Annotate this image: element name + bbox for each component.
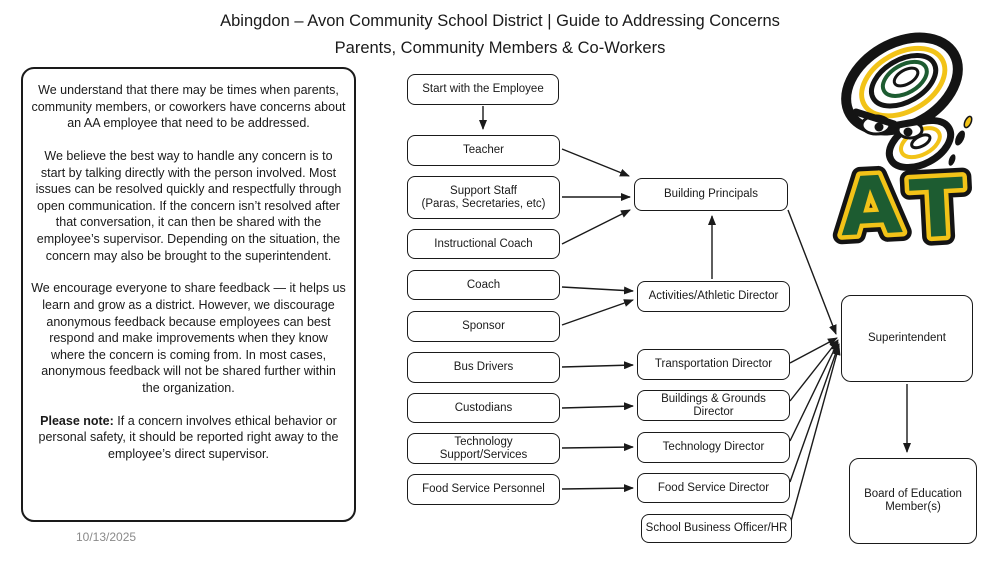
info-paragraph-2: We believe the best way to handle any co… <box>35 148 342 263</box>
node-school-business-officer: School Business Officer/HR <box>641 514 792 543</box>
node-bus-drivers: Bus Drivers <box>407 352 560 383</box>
arrow-transportation-to-superintendent <box>789 337 838 364</box>
arrow-techsupport-to-techdirector <box>561 443 634 452</box>
logo-letter-t: T <box>907 161 967 248</box>
node-label: Superintendent <box>867 332 946 344</box>
node-label-line2: Member(s) <box>885 501 941 513</box>
date-stamp: 10/13/2025 <box>76 530 137 544</box>
node-label: Activities/Athletic Director <box>648 290 779 302</box>
page-subtitle: Parents, Community Members & Co-Workers <box>334 39 666 57</box>
arrow-techdirector-to-superintendent <box>789 341 839 442</box>
node-label: School Business Officer/HR <box>645 522 788 534</box>
node-food-service-personnel: Food Service Personnel <box>407 474 560 505</box>
arrow-foodpersonnel-to-fooddirector <box>561 484 634 493</box>
node-label: Food Service Personnel <box>422 483 545 495</box>
logo-letter-t-gold: T <box>907 161 967 248</box>
node-label-line2: Director <box>693 405 734 418</box>
arrow-businessofficer-to-superintendent <box>790 345 841 522</box>
node-label: Sponsor <box>462 320 505 332</box>
node-coach: Coach <box>407 270 560 300</box>
node-instructional-coach: Instructional Coach <box>407 229 560 259</box>
node-label-line2: Support/Services <box>439 448 528 461</box>
logo-letter-a-outline: A <box>838 158 905 248</box>
info-box: We understand that there may be times wh… <box>21 67 356 522</box>
arrow-coach-to-athletics <box>561 286 634 295</box>
node-label: Custodians <box>454 401 513 414</box>
info-paragraph-1: We understand that there may be times wh… <box>31 83 346 131</box>
logo-letter-a: A <box>838 158 905 248</box>
node-label: Transportation Director <box>654 358 773 370</box>
info-note: Please note: If a concern involves ethic… <box>31 413 346 463</box>
note-label: Please note: <box>40 413 114 428</box>
node-activities-athletic-director: Activities/Athletic Director <box>637 281 790 312</box>
node-label: Bus Drivers <box>453 361 514 373</box>
node-teacher: Teacher <box>407 135 560 166</box>
node-support-staff: Support Staff (Paras, Secretaries, etc) <box>407 176 560 219</box>
node-label: Coach <box>466 278 501 291</box>
arrow-custodians-to-grounds <box>561 402 634 411</box>
node-label-line1: Buildings & Grounds <box>661 392 766 405</box>
node-label: Technology Director <box>662 441 765 453</box>
node-label-line1: Technology <box>454 435 513 448</box>
arrow-grounds-to-superintendent <box>789 339 839 402</box>
note-text: If a concern involves ethical behavior o… <box>38 413 339 461</box>
node-label-line1: Board of Education <box>864 488 962 500</box>
node-label: Start with the Employee <box>422 83 544 95</box>
arrow-sponsor-to-athletics <box>561 299 634 326</box>
node-label: Teacher <box>463 144 504 156</box>
info-paragraph-3: We encourage everyone to share feedback … <box>31 281 346 395</box>
district-tornado-logo-icon: A T A T A T <box>829 32 976 248</box>
node-transportation-director: Transportation Director <box>637 349 790 380</box>
node-technology-director: Technology Director <box>637 432 790 463</box>
arrow-teacher-to-principals <box>561 148 630 177</box>
node-buildings-grounds-director: Buildings & Grounds Director <box>637 390 790 421</box>
logo-letter-a-gold: A <box>838 158 905 248</box>
arrow-fooddirector-to-superintendent <box>789 343 840 483</box>
arrow-icoach-to-principals <box>561 209 631 245</box>
node-label: Instructional Coach <box>434 237 533 250</box>
node-label: Food Service Director <box>657 481 770 494</box>
node-label: Building Principals <box>664 188 758 200</box>
arrow-principals-to-superintendent <box>787 209 837 335</box>
node-label-line2: (Paras, Secretaries, etc) <box>421 197 546 210</box>
page-title: Abingdon – Avon Community School Distric… <box>220 12 780 30</box>
node-start-with-employee: Start with the Employee <box>407 74 559 105</box>
node-technology-support: Technology Support/Services <box>407 433 560 464</box>
arrow-bus-to-transportation <box>561 361 634 370</box>
node-food-service-director: Food Service Director <box>637 473 790 503</box>
node-custodians: Custodians <box>407 393 560 423</box>
node-building-principals: Building Principals <box>634 178 788 211</box>
node-sponsor: Sponsor <box>407 311 560 342</box>
node-superintendent: Superintendent <box>841 295 973 382</box>
node-board-of-education: Board of Education Member(s) <box>849 458 977 544</box>
node-label-line1: Support Staff <box>450 184 517 197</box>
